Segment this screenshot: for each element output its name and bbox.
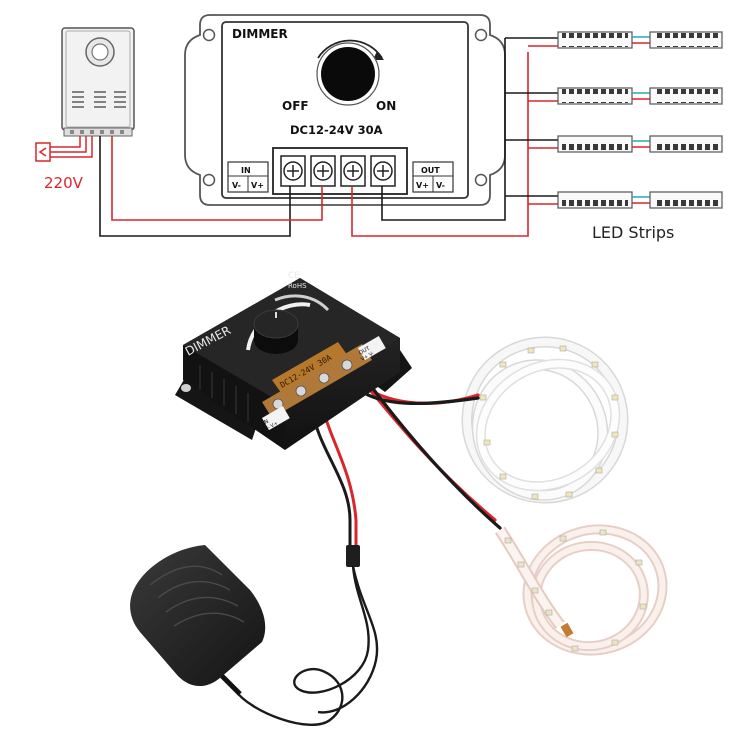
strip-branch-wires	[505, 37, 558, 205]
power-supply-unit	[61, 27, 135, 137]
product-photo: DIMMER CE RoHS DC12-24V 30A IN V- V+ OUT	[130, 271, 668, 726]
rating-label: DC12-24V 30A	[290, 123, 383, 137]
photo-out-label: OUT	[358, 345, 372, 356]
led-strip-coil-pink	[522, 524, 668, 656]
out-label: OUT	[421, 166, 440, 175]
in-plus-label: V+	[251, 181, 264, 190]
wiring-diagram: 220V DIMMER OFF ON DC12-24V 30A IN V-	[35, 14, 723, 242]
led-strip-row-1	[557, 31, 723, 49]
adapter-cable	[234, 565, 370, 726]
dimmer-title: DIMMER	[232, 27, 288, 41]
rohs-mark: RoHS	[288, 282, 307, 290]
barrel-connector	[346, 545, 360, 567]
out-minus-label: V-	[436, 181, 445, 190]
ce-mark: CE	[288, 271, 300, 281]
led-strips-caption: LED Strips	[592, 223, 674, 242]
photo-in-label: IN	[262, 419, 270, 427]
mains-voltage-label: 220V	[44, 174, 84, 192]
dimmer-knob	[321, 47, 375, 101]
led-strip-row-4	[557, 191, 723, 209]
on-label: ON	[376, 99, 396, 113]
photo-dimmer-unit: DIMMER CE RoHS DC12-24V 30A IN V- V+ OUT	[175, 271, 412, 450]
supply-to-dimmer-wires	[99, 136, 323, 237]
led-strip-coil-white	[461, 336, 629, 504]
dimmer-to-strips-wires	[351, 38, 529, 237]
off-label: OFF	[282, 99, 309, 113]
led-strip-row-3	[557, 135, 723, 153]
power-adapter	[130, 545, 266, 696]
dimmer-box-diagram: DIMMER OFF ON DC12-24V 30A IN V- V+	[184, 14, 506, 206]
rotation-arrow-icon	[317, 39, 383, 59]
photo-terminal-screws	[272, 359, 353, 410]
mains-input-wires	[35, 136, 93, 162]
in-label: IN	[241, 166, 251, 175]
led-chips-white	[479, 345, 619, 500]
in-minus-label: V-	[232, 181, 241, 190]
led-strip-row-2	[557, 87, 723, 105]
out-plus-label: V+	[416, 181, 429, 190]
